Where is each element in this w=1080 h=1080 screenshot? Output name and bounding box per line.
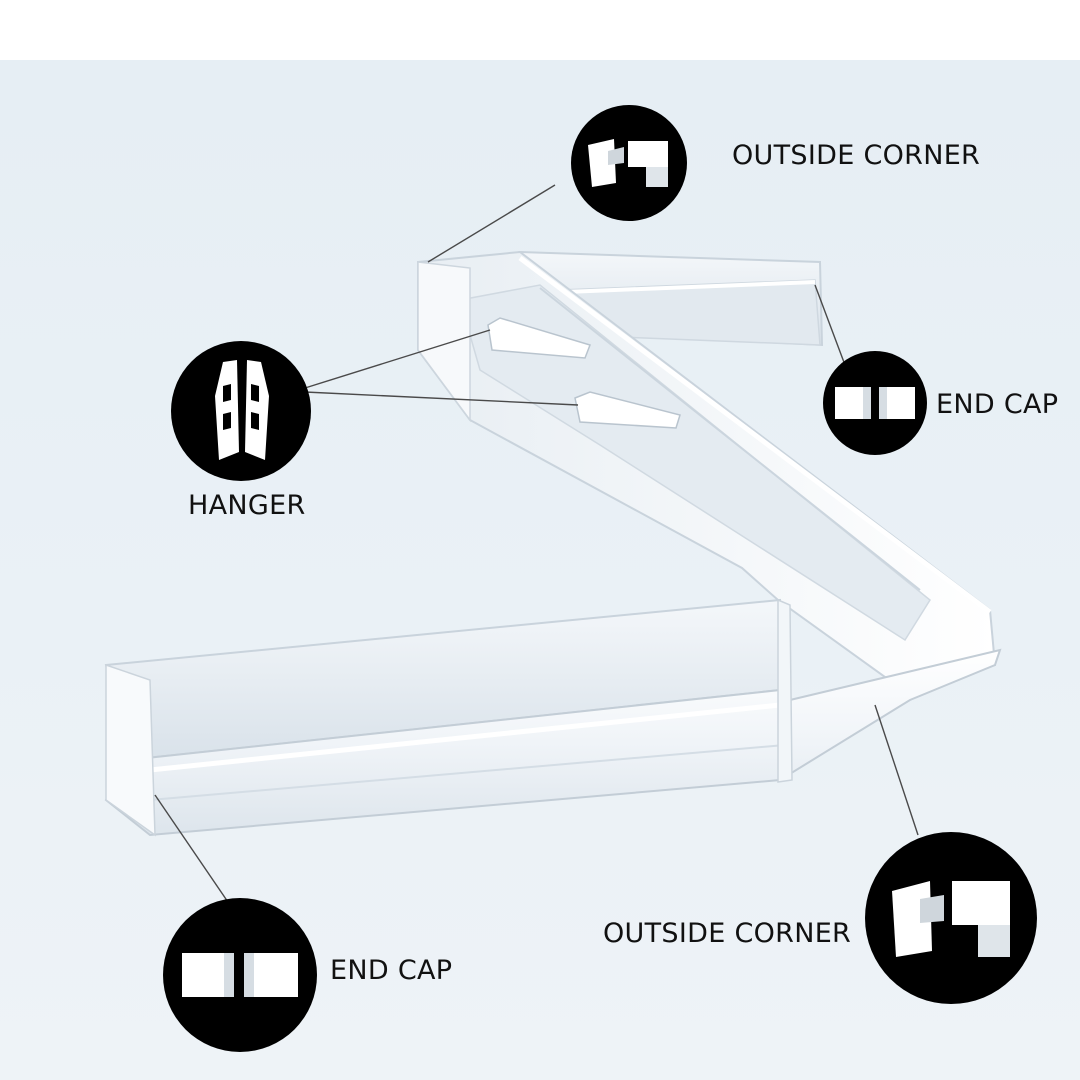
hanger-label: HANGER [188,490,306,521]
outside-corner-bottom-label: OUTSIDE CORNER [603,918,852,949]
end-cap-bottom-badge [163,898,317,1052]
hanger-brackets [487,317,681,429]
outside-corner-icon [588,139,668,187]
end-cap-right-badge [823,351,927,455]
front-gutter-section [104,598,1002,837]
outside-corner-bottom-badge [865,832,1037,1004]
end-cap-right-label: END CAP [936,389,1059,420]
outside-corner-top-badge [571,105,687,221]
outside-corner-icon [892,881,1010,957]
hanger-icon [215,360,269,460]
leader-lines [154,184,919,906]
outside-corner-top-label: OUTSIDE CORNER [732,140,981,171]
end-cap-bottom-label: END CAP [330,955,453,986]
diagonal-gutter-run [417,250,997,697]
end-cap-icon [835,387,915,419]
end-cap-icon [182,953,298,997]
hanger-badge [171,341,311,481]
